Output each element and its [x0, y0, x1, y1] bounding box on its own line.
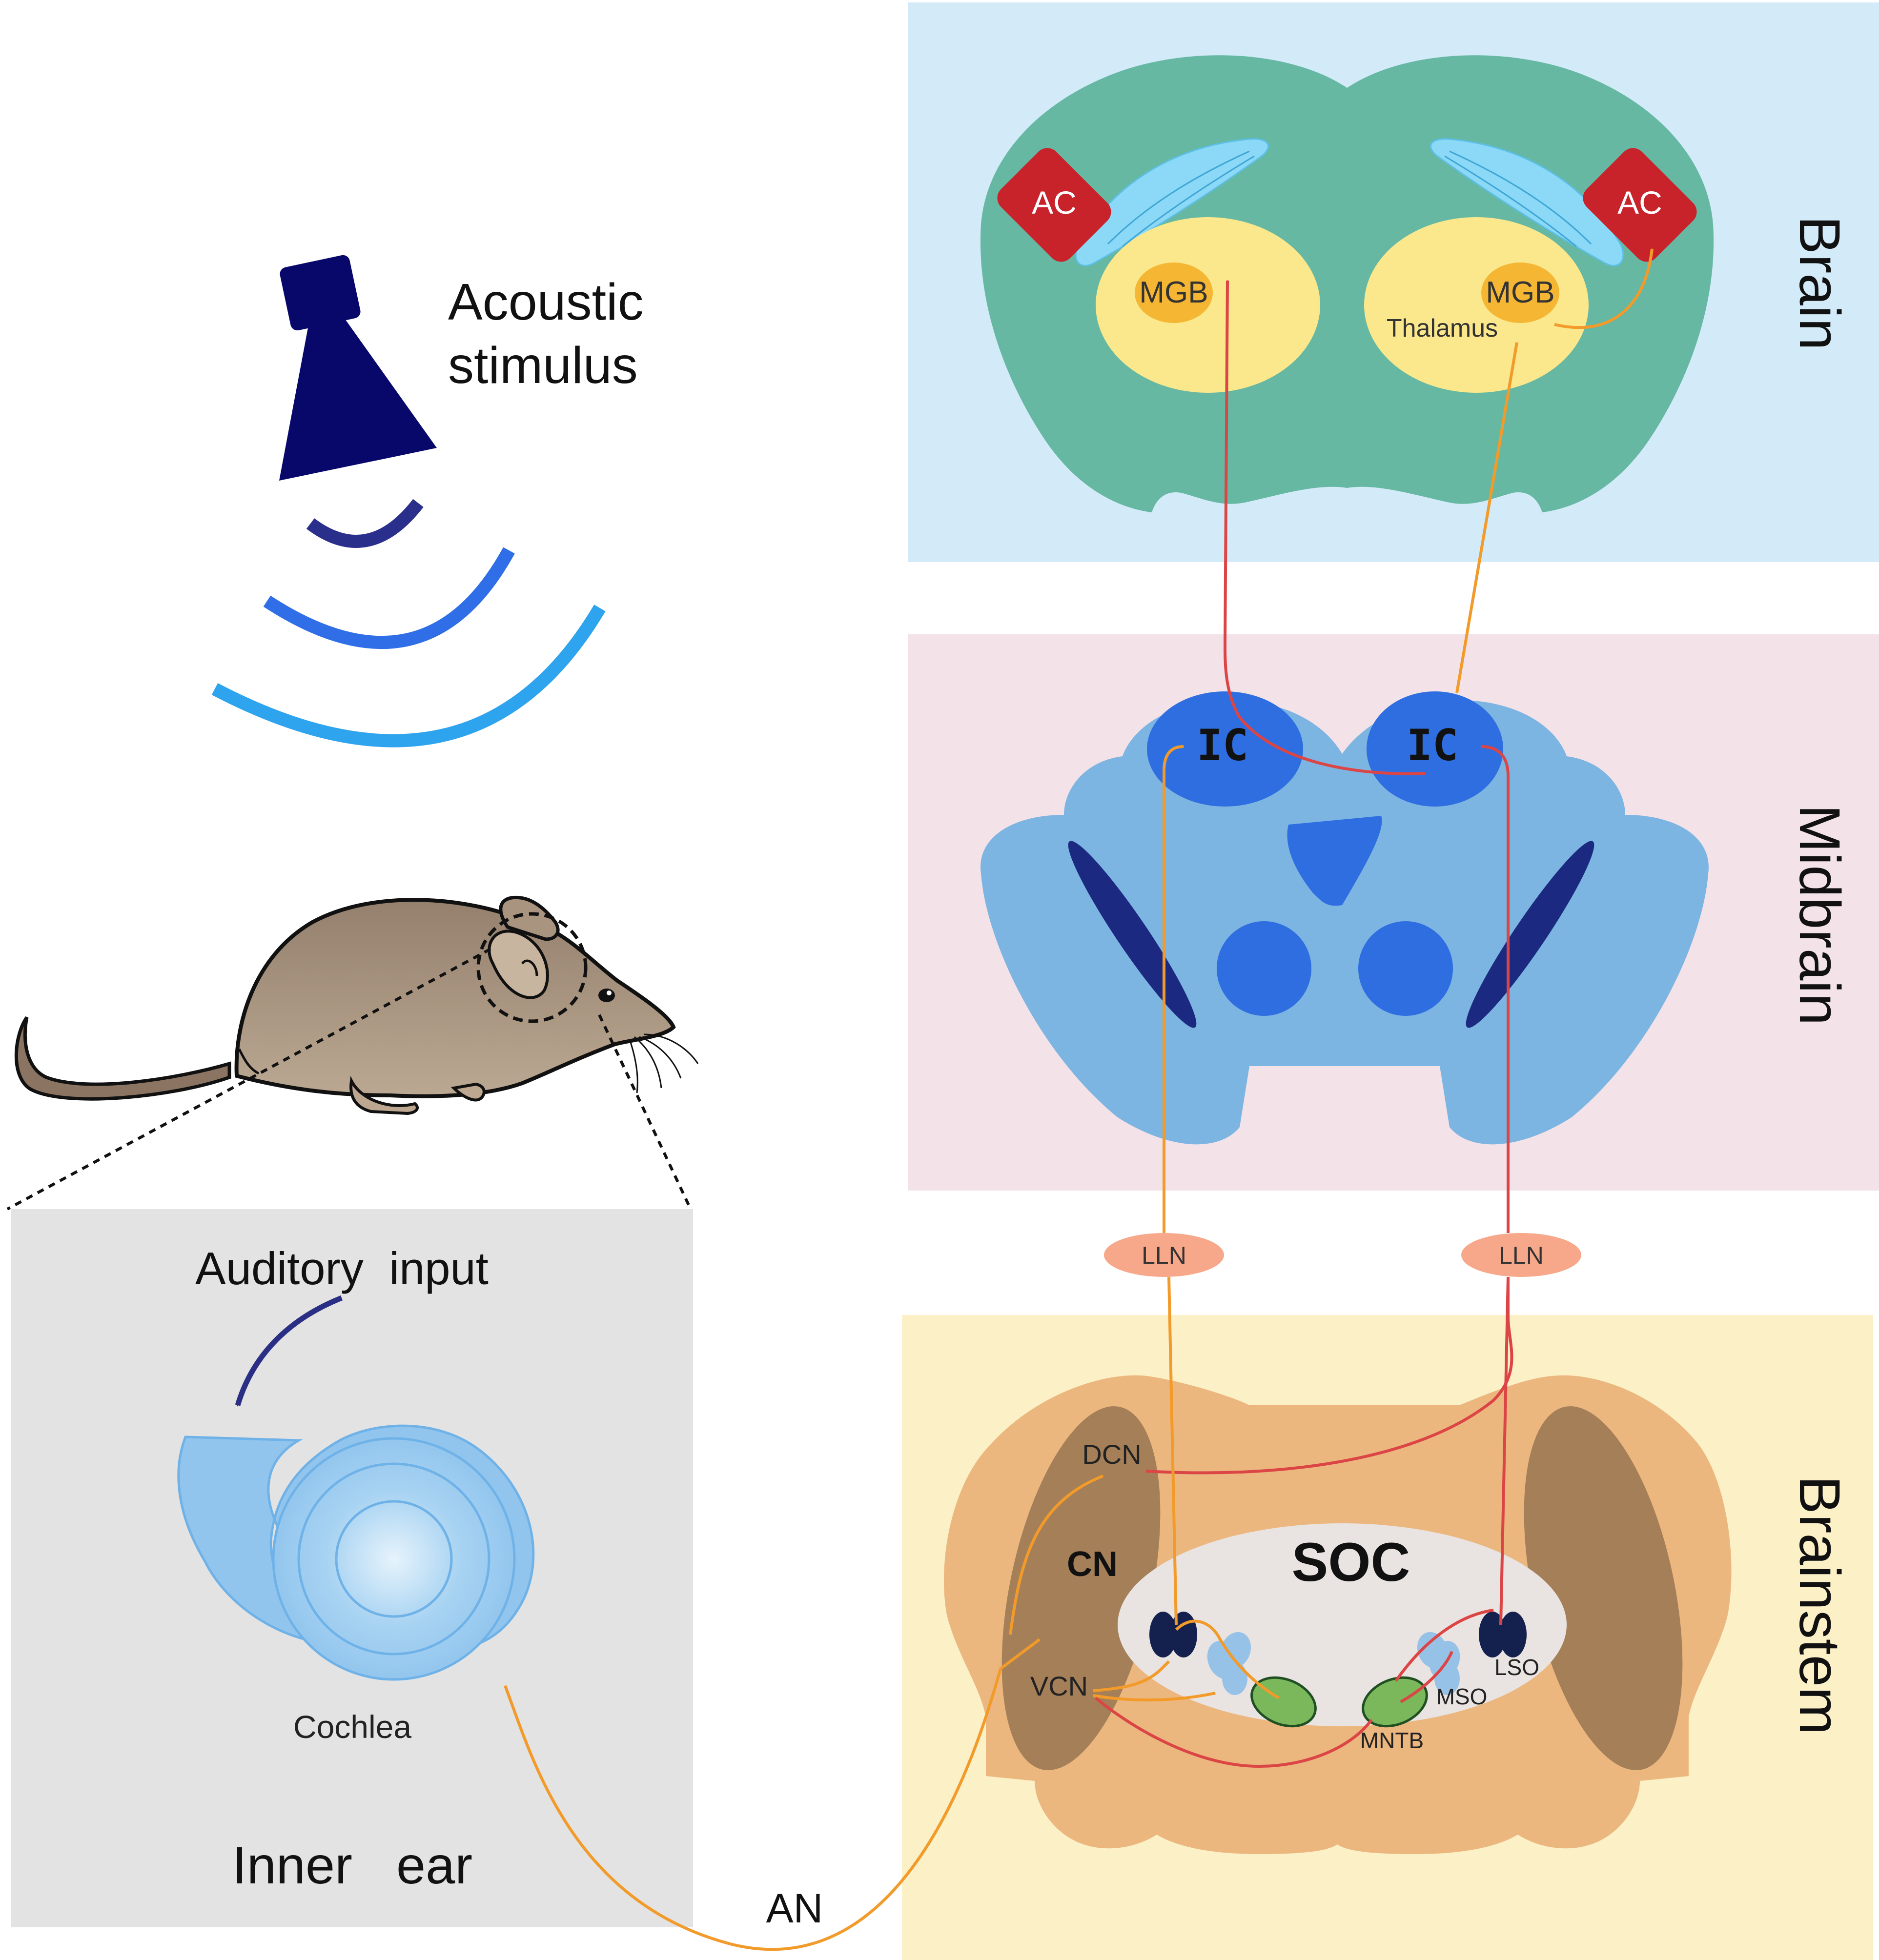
vcn-to-mso-left [1093, 1692, 1216, 1702]
sound-wave-medium [263, 547, 515, 649]
cn-label: CN [1067, 1545, 1118, 1584]
mgb-right-to-ac-right [1554, 248, 1654, 329]
mgb-right-label: MGB [1486, 276, 1554, 309]
an-label: AN [766, 1885, 823, 1931]
ac-right-box [1583, 148, 1697, 262]
dcn-to-lln-right [1145, 1277, 1513, 1475]
acoustic-stimulus: Acoustic stimulus [211, 255, 644, 748]
ic-left-label: IC [1197, 720, 1248, 770]
lln-right-to-ic-right [1480, 745, 1510, 1233]
mntb-to-mso-right [1400, 1651, 1453, 1703]
speaker-icon [279, 255, 437, 481]
lln-left [1104, 1233, 1224, 1277]
ic-right-label: IC [1407, 720, 1458, 770]
aqueduct [1287, 816, 1382, 906]
ic-right [1367, 691, 1503, 807]
cochlea-icon [177, 1424, 535, 1681]
mgb-right [1481, 263, 1559, 323]
mntb-label: MNTB [1360, 1728, 1424, 1753]
mso-label: MSO [1436, 1684, 1488, 1709]
panel-label-brain: Brain [1787, 216, 1852, 350]
hippocampus-left [1075, 138, 1269, 266]
ear-highlight-circle [476, 912, 588, 1023]
panel-label-brainstem: Brainstem [1787, 1475, 1852, 1735]
lln-right-label: LLN [1499, 1242, 1544, 1269]
an-to-dcn [1009, 1475, 1104, 1635]
nucleus-left [1217, 921, 1311, 1016]
ac-left-box [997, 148, 1111, 262]
hippocampus-right [1430, 138, 1624, 266]
cochlea-label: Cochlea [293, 1709, 411, 1745]
ic-right-to-mgb-right [1455, 342, 1518, 693]
ac-left-label: AC [1032, 184, 1077, 221]
tract-right [1466, 841, 1594, 1028]
brain-section: MGB MGB Thalamus AC AC [980, 55, 1714, 513]
lln-left-label: LLN [1142, 1242, 1186, 1269]
lso-right [1479, 1612, 1527, 1657]
auditory-input-label: Auditory input [195, 1243, 489, 1294]
cn-left [1001, 1406, 1161, 1770]
zoom-line-right [598, 1014, 692, 1210]
mntb-to-lso-right [1394, 1609, 1494, 1682]
auditory-input-arrow [235, 1295, 343, 1407]
vcn-to-mntb-right [1095, 1697, 1373, 1768]
lln-left-to-ic-left [1163, 745, 1185, 1233]
brainstem-section: SOC CN DCN VCN LSO MSO MNTB [944, 1375, 1732, 1854]
sound-wave-large [211, 605, 606, 748]
thalamus-right [1364, 217, 1589, 393]
cn-right [1524, 1406, 1683, 1770]
lso-to-mntb-left [1175, 1619, 1280, 1699]
lln-relays: LLN LLN [1104, 1233, 1581, 1277]
soc-label: SOC [1292, 1532, 1410, 1593]
vcn-to-lso-left [1093, 1660, 1170, 1692]
auditory-pathways: AN [504, 248, 1654, 1951]
thalamus-label: Thalamus [1387, 314, 1498, 343]
stimulus-title-line1: Acoustic [448, 273, 644, 331]
sound-wave-small [306, 499, 424, 548]
zoom-line-left [6, 948, 491, 1211]
mouse-illustration [14, 895, 699, 1115]
cortex-shape [980, 55, 1714, 513]
nucleus-right [1358, 921, 1453, 1016]
vcn-label: VCN [1030, 1671, 1088, 1701]
mgb-left-label: MGB [1139, 276, 1208, 309]
lln-right [1461, 1233, 1581, 1277]
lso-label: LSO [1494, 1655, 1539, 1680]
mntb-right [1362, 1676, 1428, 1728]
dcn-label: DCN [1082, 1439, 1141, 1470]
mgb-left [1135, 263, 1213, 323]
inner-ear-title: Inner ear [232, 1836, 472, 1895]
stimulus-title-line2: stimulus [448, 337, 638, 394]
auditory-nerve-path [504, 1638, 1041, 1951]
panel-label-midbrain: Midbrain [1787, 805, 1852, 1026]
mso-left [1207, 1632, 1251, 1695]
lso-left-to-lln-left [1167, 1276, 1178, 1625]
ic-left [1147, 691, 1303, 807]
lso-right-to-lln-right [1499, 1276, 1510, 1625]
ic-right-to-mgb-left [1223, 280, 1426, 775]
ac-right-label: AC [1617, 184, 1662, 221]
inner-ear-panel: Auditory input Cochlea Inner ear [11, 1209, 693, 1927]
